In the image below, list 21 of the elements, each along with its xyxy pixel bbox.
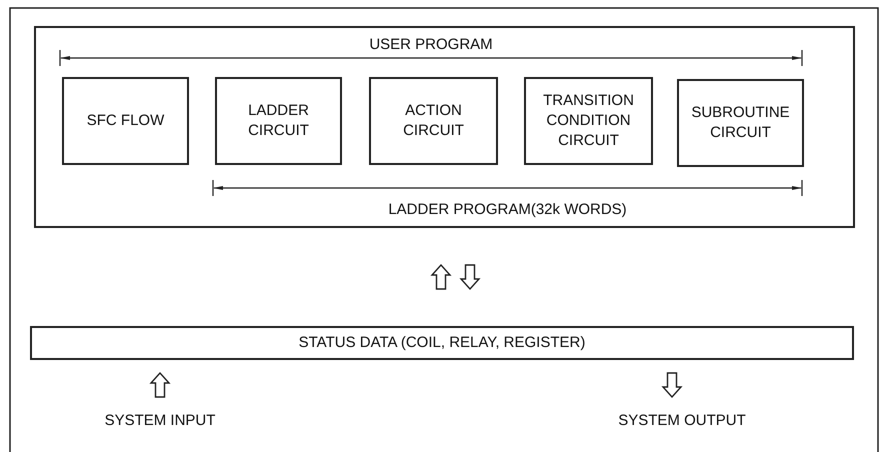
status-label: STATUS DATA (COIL, RELAY, REGISTER) <box>298 333 586 353</box>
circuit-box <box>369 77 498 165</box>
status-bar <box>30 326 854 360</box>
hollow-arrow <box>149 372 171 398</box>
circuit-label: SUBROUTINE CIRCUIT <box>691 103 790 143</box>
circuit-box <box>524 77 653 165</box>
circuit-label: ACTION CIRCUIT <box>402 101 465 141</box>
hollow-arrow <box>430 264 452 290</box>
hollow-arrow <box>661 372 683 398</box>
circuit-box <box>62 77 189 165</box>
circuit-box <box>677 79 804 167</box>
program-box <box>34 26 855 228</box>
dimension-label: USER PROGRAM <box>369 36 493 53</box>
circuit-label: LADDER CIRCUIT <box>247 101 310 141</box>
hollow-arrow <box>459 264 481 290</box>
circuit-box <box>215 77 342 165</box>
dimension-label: LADDER PROGRAM(32k WORDS) <box>388 201 627 218</box>
io-label: SYSTEM INPUT <box>104 411 216 431</box>
circuit-label: TRANSITION CONDITION CIRCUIT <box>542 91 635 151</box>
circuit-label: SFC FLOW <box>86 111 164 131</box>
io-label: SYSTEM OUTPUT <box>618 411 746 431</box>
